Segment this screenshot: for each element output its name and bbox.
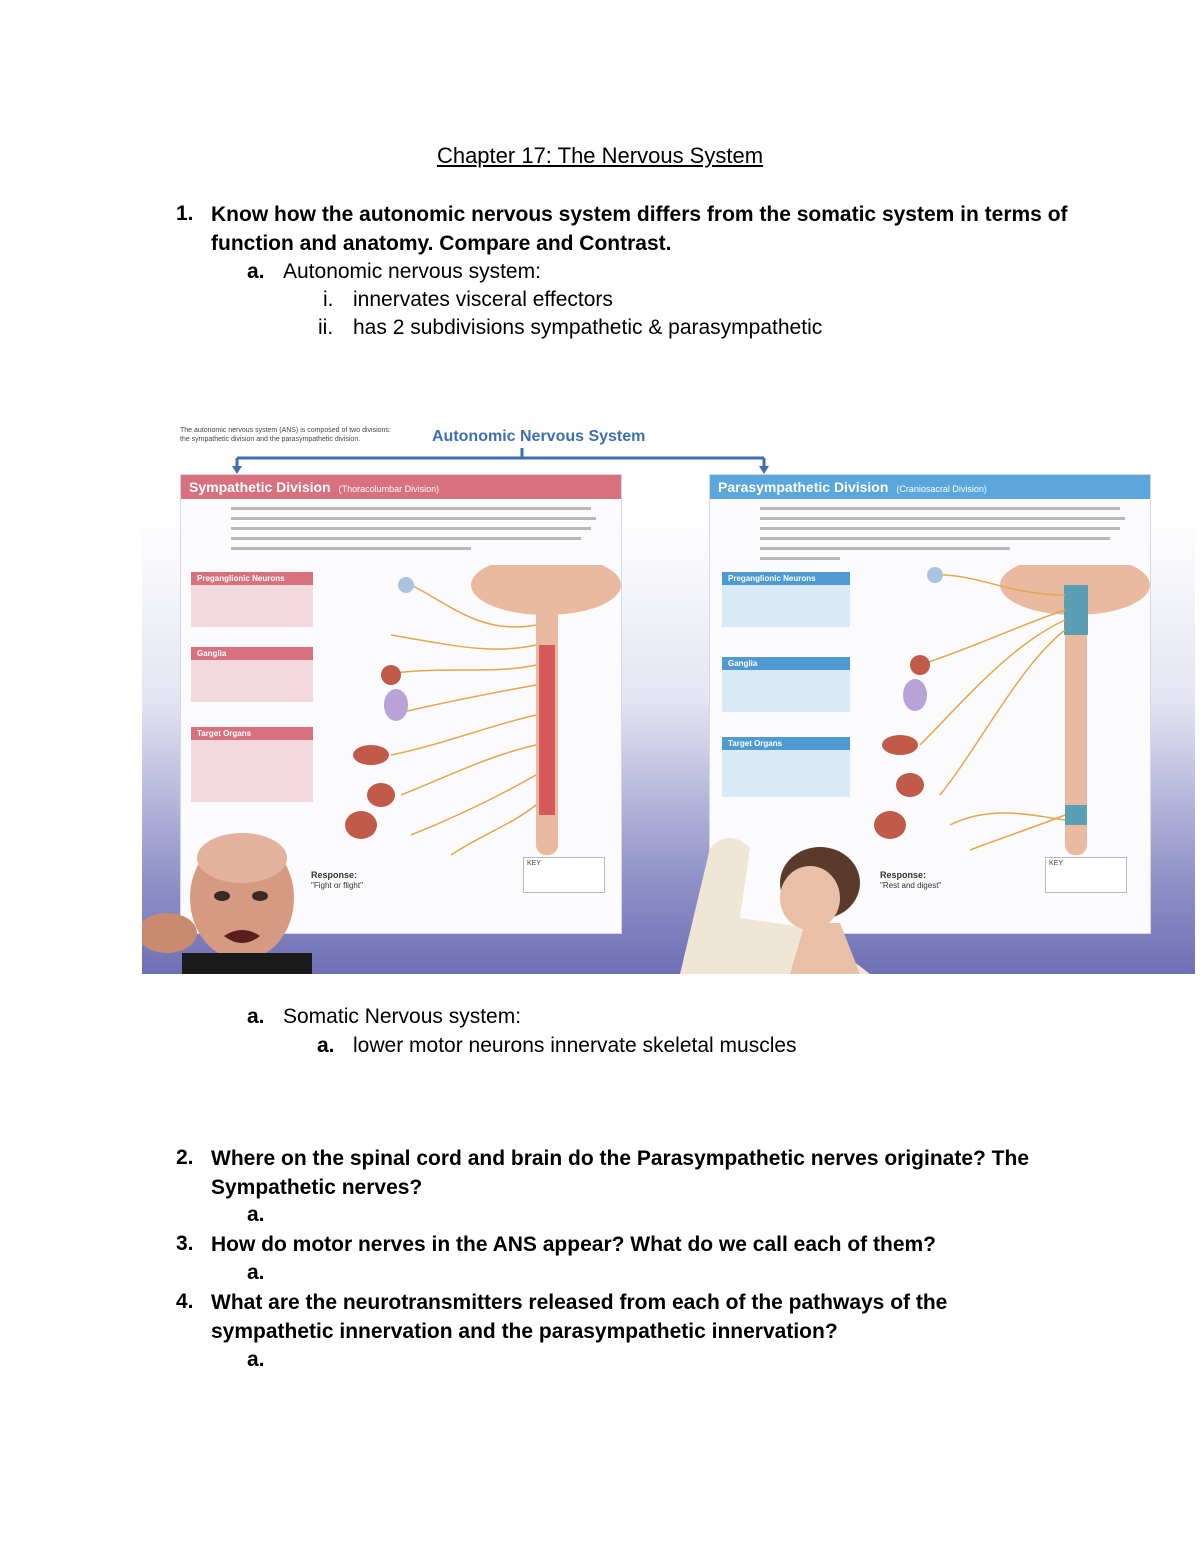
relaxed-woman-photo — [680, 838, 870, 974]
figure-main-title: Autonomic Nervous System — [432, 428, 646, 445]
parasympathetic-ganglia-box: Ganglia — [722, 657, 850, 712]
parasympathetic-title: Parasympathetic Division — [718, 479, 889, 495]
sympathetic-subtitle: (Thoracolumbar Division) — [338, 484, 440, 494]
parasympathetic-header: Parasympathetic Division (Craniosacral Di… — [710, 475, 1150, 499]
q4-number: 4. — [176, 1290, 194, 1313]
somatic-label: Somatic Nervous system: — [283, 1005, 522, 1028]
parasympathetic-preganglionic-box: Preganglionic Neurons — [722, 572, 850, 627]
q1-ii-marker: ii. — [318, 316, 334, 339]
figure-intro: The autonomic nervous system (ANS) is co… — [180, 426, 430, 444]
q4-text-line2: sympathetic innervation and the parasymp… — [211, 1320, 838, 1343]
parasympathetic-panel: Parasympathetic Division (Craniosacral Di… — [709, 474, 1151, 934]
sympathetic-header: Sympathetic Division (Thoracolumbar Divis… — [181, 475, 621, 499]
q1-ii-text: has 2 subdivisions sympathetic & parasym… — [353, 316, 823, 339]
sympathetic-title: Sympathetic Division — [189, 479, 331, 495]
somatic-sub-text: lower motor neurons innervate skeletal m… — [353, 1034, 797, 1057]
sympathetic-target-label: Target Organs — [191, 727, 313, 740]
parasympathetic-target-label: Target Organs — [722, 737, 850, 750]
q1-a-marker: a. — [247, 260, 265, 283]
sympathetic-key-label: KEY — [527, 860, 542, 867]
sympathetic-description-text — [231, 507, 596, 550]
sympathetic-response-label: Response: — [311, 870, 358, 880]
parasympathetic-description-text — [760, 507, 1125, 560]
figure-intro-line2: the sympathetic division and the parasym… — [180, 436, 361, 443]
q1-text-line1: Know how the autonomic nervous system di… — [211, 203, 1068, 226]
q4-text: What are the neurotransmitters released … — [211, 1288, 1111, 1346]
sympathetic-key: KEY — [523, 857, 605, 893]
parasympathetic-anatomy-illustration — [874, 565, 1150, 855]
q3-text: How do motor nerves in the ANS appear? W… — [211, 1233, 936, 1256]
parasympathetic-preganglionic-label: Preganglionic Neurons — [722, 572, 850, 585]
parasympathetic-response-text: "Rest and digest" — [880, 881, 942, 890]
q4-a-marker: a. — [247, 1348, 265, 1371]
sympathetic-preganglionic-label: Preganglionic Neurons — [191, 572, 313, 585]
q3-a-marker: a. — [247, 1261, 265, 1284]
q1-i-text: innervates visceral effectors — [353, 288, 613, 311]
q2-text-line1: Where on the spinal cord and brain do th… — [211, 1147, 1030, 1170]
q3-number: 3. — [176, 1232, 194, 1255]
q2-a-marker: a. — [247, 1203, 265, 1226]
q4-text-line1: What are the neurotransmitters released … — [211, 1291, 948, 1314]
division-connector — [232, 448, 769, 474]
sympathetic-anatomy-illustration — [345, 565, 621, 856]
q1-i-marker: i. — [323, 288, 334, 311]
q2-text-line2: Sympathetic nerves? — [211, 1176, 423, 1199]
sympathetic-ganglia-box: Ganglia — [191, 647, 313, 702]
parasympathetic-target-box: Target Organs — [722, 737, 850, 797]
parasympathetic-subtitle: (Craniosacral Division) — [896, 484, 987, 494]
q1-text-line2: function and anatomy. Compare and Contra… — [211, 232, 672, 255]
q1-number: 1. — [176, 202, 194, 225]
q1-text: Know how the autonomic nervous system di… — [211, 200, 1111, 258]
parasympathetic-ganglia-label: Ganglia — [722, 657, 850, 670]
parasympathetic-response-label: Response: — [880, 870, 927, 880]
sympathetic-target-box: Target Organs — [191, 727, 313, 802]
page-title: Chapter 17: The Nervous System — [436, 143, 764, 168]
q2-text: Where on the spinal cord and brain do th… — [211, 1144, 1111, 1202]
q2-number: 2. — [176, 1146, 194, 1169]
sympathetic-ganglia-label: Ganglia — [191, 647, 313, 660]
autonomic-label: Autonomic nervous system: — [283, 260, 541, 283]
angry-man-photo — [142, 833, 312, 974]
figure-intro-line1: The autonomic nervous system (ANS) is co… — [180, 427, 391, 434]
parasympathetic-key-label: KEY — [1049, 860, 1064, 867]
sympathetic-preganglionic-box: Preganglionic Neurons — [191, 572, 313, 627]
ans-figure: The autonomic nervous system (ANS) is co… — [142, 366, 1195, 974]
parasympathetic-key: KEY — [1045, 857, 1127, 893]
somatic-marker: a. — [247, 1005, 265, 1028]
sympathetic-response-text: "Fight or flight" — [311, 881, 363, 890]
somatic-sub-marker: a. — [317, 1034, 335, 1057]
